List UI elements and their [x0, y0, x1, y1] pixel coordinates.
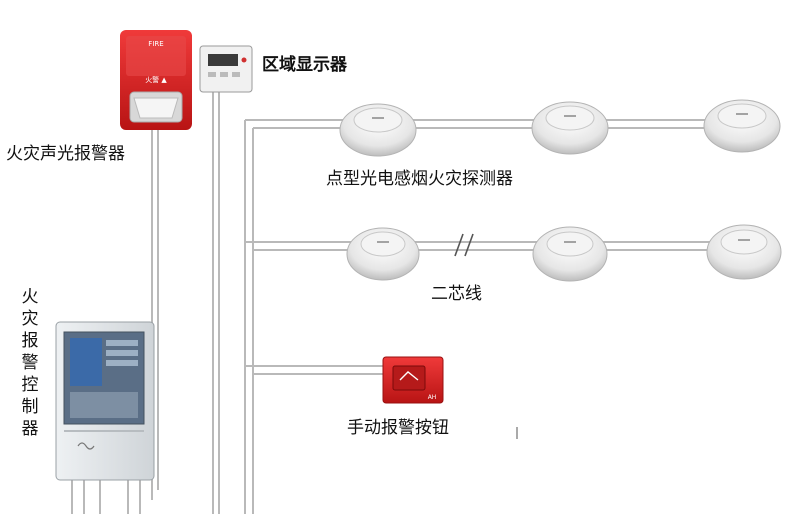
wire-row-2 [245, 241, 712, 251]
smoke-detector-icon [339, 103, 417, 157]
wire-controller-bottom [71, 478, 141, 514]
smoke-detector-icon [703, 99, 781, 153]
fire-controller-label: 火灾报警控制器 [21, 287, 39, 439]
smoke-detector-icon [531, 101, 609, 155]
strobe-alarm-icon: FIRE 火警 ▲ [120, 30, 192, 130]
alarm-strobe-label: 火灾声光报警器 [6, 144, 125, 164]
smoke-detector-icon [706, 224, 782, 280]
wiring [71, 92, 712, 514]
zone-display-icon [199, 45, 253, 93]
smoke-detector-label: 点型光电感烟火灾探测器 [326, 169, 513, 189]
strobe-mid-text: 火警 ▲ [145, 75, 167, 84]
manual-call-point-icon: AH [382, 356, 444, 404]
stray-mark [516, 427, 518, 439]
wire-row-manual [245, 365, 385, 375]
smoke-detector-icon [532, 226, 608, 282]
manual-code-text: AH [428, 394, 437, 401]
wire-break-mark [454, 233, 474, 257]
wire-bus-vertical [244, 120, 254, 514]
smoke-detector-icon [346, 227, 420, 281]
wire-zone-display [212, 92, 220, 514]
wire-row-1 [245, 119, 710, 129]
manual-button-label: 手动报警按钮 [347, 418, 449, 438]
zone-display-label: 区域显示器 [262, 55, 347, 75]
strobe-top-text: FIRE [148, 40, 163, 48]
two-core-wire-label: 二芯线 [431, 284, 482, 304]
control-panel-icon [55, 321, 155, 481]
